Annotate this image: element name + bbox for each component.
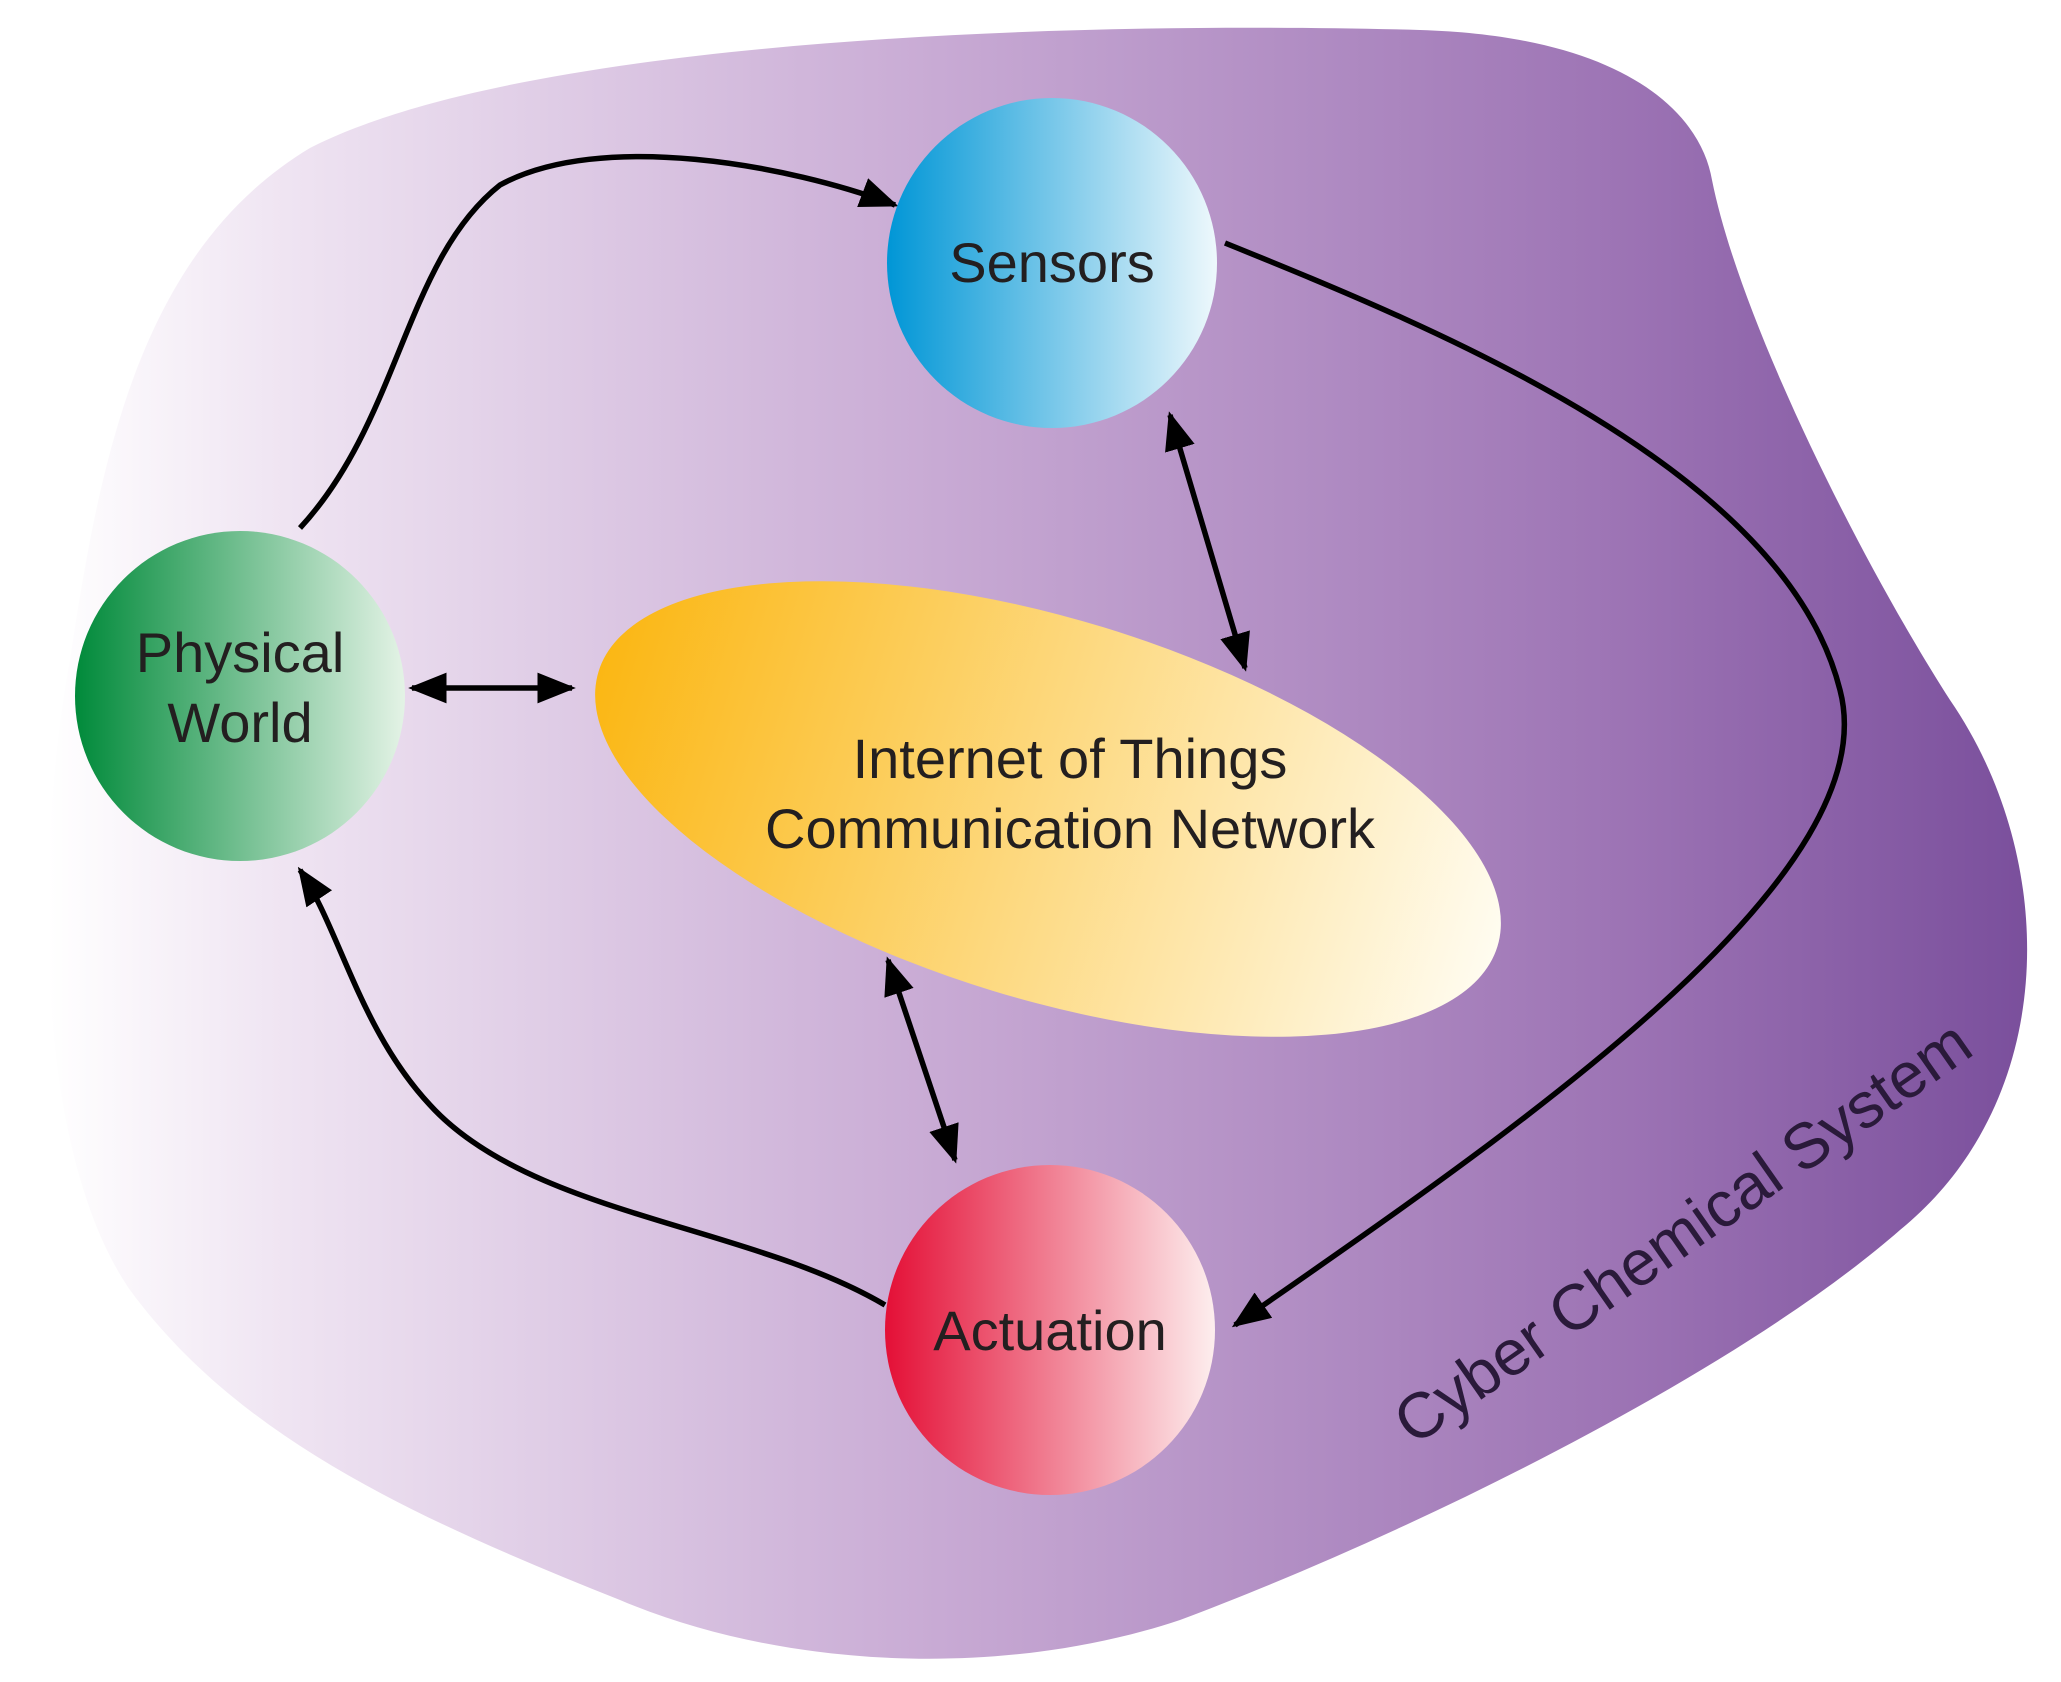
physical-world-label-line2: World xyxy=(167,691,312,754)
network-label-line2: Communication Network xyxy=(765,797,1376,860)
edge-network-actuation xyxy=(884,956,959,1164)
sensors-circle xyxy=(887,98,1217,428)
physical-world-circle xyxy=(75,531,405,861)
edge-sensors-to-actuation xyxy=(1223,240,1848,1328)
physical-world-node: Physical World xyxy=(75,531,405,861)
sensors-label: Sensors xyxy=(949,231,1154,294)
network-node: Internet of Things Communication Network xyxy=(595,581,1501,1037)
edge-sensors-network xyxy=(1165,411,1250,672)
network-ellipse xyxy=(595,581,1501,1037)
sensors-node: Sensors xyxy=(887,98,1217,428)
network-label-line1: Internet of Things xyxy=(853,727,1288,790)
physical-world-label-line1: Physical xyxy=(136,621,345,684)
edge-actuation-to-physical xyxy=(297,866,887,1308)
actuation-circle xyxy=(885,1165,1215,1495)
edge-physical-to-sensors xyxy=(297,153,899,530)
actuation-label: Actuation xyxy=(933,1299,1167,1362)
actuation-node: Actuation xyxy=(885,1165,1215,1495)
